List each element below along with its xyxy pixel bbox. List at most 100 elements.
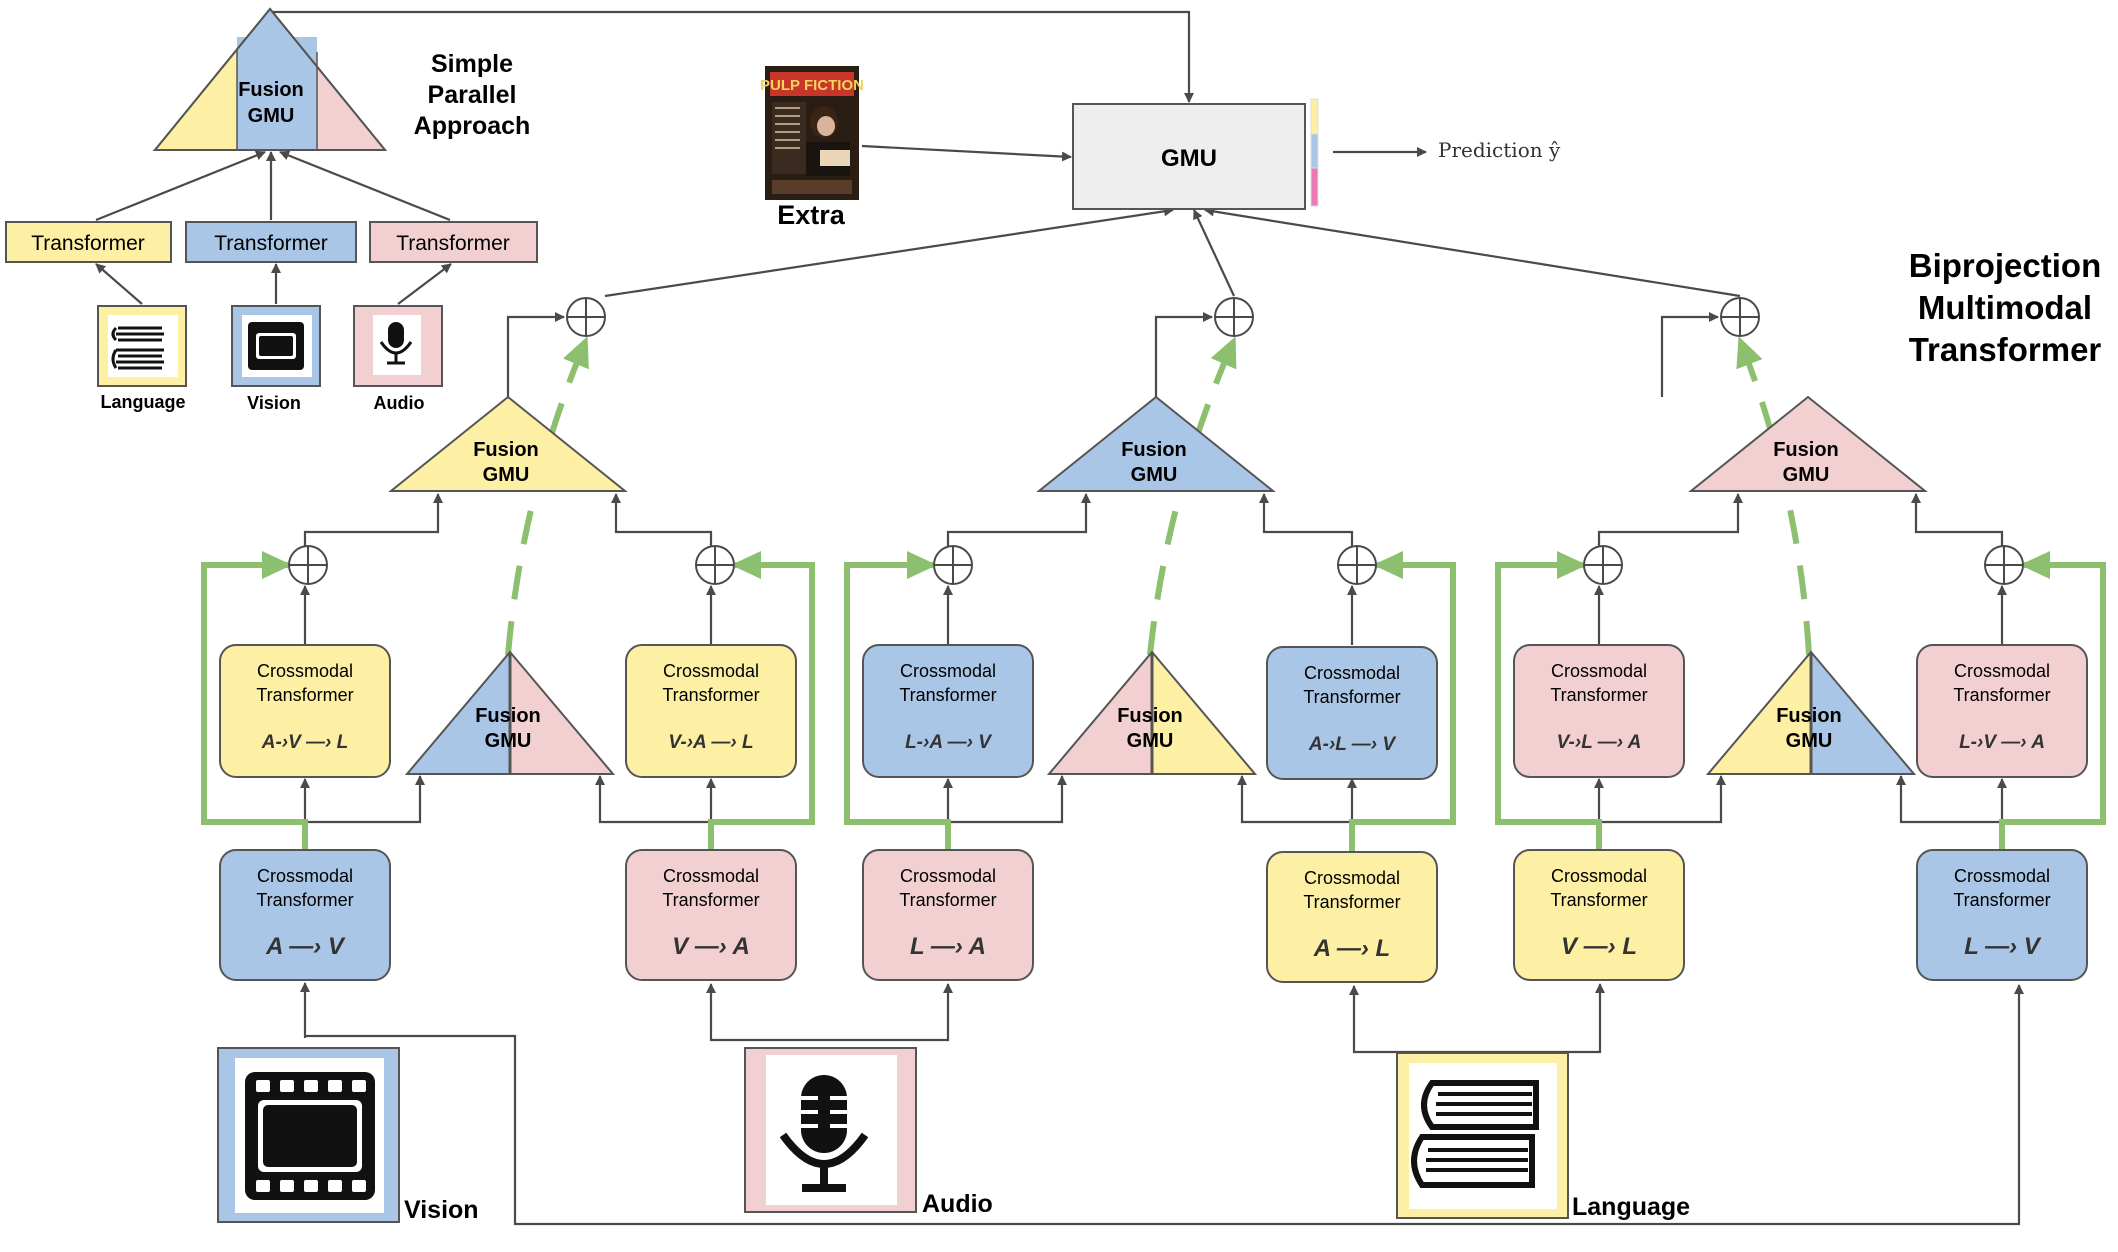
branch-1-fusion-gmu-label1: Fusion [473, 439, 539, 461]
branch-2-crossmodal-lower-right-line1: Crossmodal [1304, 868, 1400, 888]
branch-2-green-dashed [1147, 336, 1237, 656]
branch-1-green-dashed [505, 336, 589, 656]
branch-3-crossmodal-upper-left-relation: V-›L —› A [1557, 732, 1642, 753]
branch-3-fusion-gmu-label1: Fusion [1773, 439, 1839, 461]
branch-2-crossmodal-upper-left-line1: Crossmodal [900, 661, 996, 681]
branch-1-green-right [708, 551, 815, 850]
simple-parallel-approach: Fusion GMU Simple Parallel Approach Tran… [5, 7, 538, 413]
branch-3-crossmodal-upper-right-relation: L-›V —› A [1959, 732, 2045, 753]
simple-fusion-label: Fusion [238, 79, 304, 101]
branch-1-crossmodal-lower-right-relation: V —› A [672, 933, 750, 960]
branch-1-green-left [201, 551, 308, 850]
branch-3-green-dashed [1736, 336, 1812, 656]
branch-2-crossmodal-lower-right-line2: Transformer [1303, 892, 1400, 912]
simple-books-icon [97, 305, 187, 387]
connector-lines [95, 9, 2024, 1226]
branch-2-crossmodal-upper-right-line1: Crossmodal [1304, 663, 1400, 683]
branch-2-crossmodal-upper-left-line2: Transformer [899, 685, 996, 705]
movie-poster-image: PULP FICTION [760, 66, 864, 200]
extra-label: Extra [777, 200, 846, 230]
simple-transformer-audio [369, 221, 538, 263]
simple-title-2: Parallel [428, 81, 517, 109]
simple-film-icon [231, 305, 321, 387]
simple-microphone-icon [353, 305, 443, 387]
branch-3-plus-right-icon [1984, 545, 2024, 585]
branch-3-crossmodal-lower-left-relation: V —› L [1561, 933, 1637, 960]
green-skip-arrows [201, 336, 2106, 852]
branch-1-crossmodal-upper-right-line2: Transformer [662, 685, 759, 705]
branch-2-plus-right-icon [1337, 545, 1377, 585]
branch-2-crossmodal-upper-left-relation: L-›A —› V [905, 732, 992, 753]
branch-2-green-left [844, 551, 951, 850]
branch-3-crossmodal-upper-right-line1: Crossmodal [1954, 661, 2050, 681]
simple-title-1: Simple [431, 50, 513, 78]
branch-2-plus-top-icon [1214, 297, 1254, 337]
simple-transformer-language [5, 221, 172, 263]
language-input-books-icon [1396, 1052, 1569, 1219]
branch-2-green-right [1349, 551, 1456, 852]
branch-1-crossmodal-upper-left-relation: A-›V —› L [261, 732, 349, 753]
branch-1-crossmodal-upper-right-relation: V-›A —› L [668, 732, 753, 753]
branch-3-crossmodal-upper-left-line1: Crossmodal [1551, 661, 1647, 681]
branch-1-split-fusion-gmu-label1: Fusion [475, 705, 541, 727]
branch-2-crossmodal-upper-right-relation: A-›L —› V [1308, 734, 1397, 755]
simple-title-3: Approach [414, 112, 531, 140]
svg-text:PULP FICTION: PULP FICTION [760, 77, 864, 94]
vision-input-label: Vision [404, 1196, 479, 1224]
prediction-vector [1310, 98, 1319, 207]
branch-2-crossmodal-lower-right-relation: A —› L [1313, 935, 1390, 962]
language-input-label: Language [1572, 1193, 1690, 1221]
simple-language-label: Language [100, 392, 185, 412]
branch-1-crossmodal-lower-left-relation: A —› V [265, 933, 346, 960]
simple-transformer-vision-label: Transformer [214, 232, 328, 255]
prediction-label: Prediction ŷ [1438, 138, 1561, 162]
branch-3-split-fusion-gmu-label1: Fusion [1776, 705, 1842, 727]
audio-input-microphone-icon [744, 1047, 917, 1213]
branch-3-green-left [1495, 551, 1602, 850]
branch-1-crossmodal-upper-left-line1: Crossmodal [257, 661, 353, 681]
branch-3-crossmodal-lower-left-line1: Crossmodal [1551, 866, 1647, 886]
branch-1-crossmodal-lower-left-line2: Transformer [256, 890, 353, 910]
branch-3-green-right [1999, 551, 2106, 850]
branch-1-crossmodal-lower-right-line1: Crossmodal [663, 866, 759, 886]
branch-2-plus-left-icon [933, 545, 973, 585]
branch-3-crossmodal-lower-right-line2: Transformer [1953, 890, 2050, 910]
simple-transformer-vision [185, 221, 357, 263]
branch-1-crossmodal-lower-right-line2: Transformer [662, 890, 759, 910]
simple-vision-label: Vision [247, 393, 301, 413]
branch-1-crossmodal-upper-right-line1: Crossmodal [663, 661, 759, 681]
branch-3-crossmodal-lower-right-relation: L —› V [1964, 933, 2042, 960]
main-title-line2: Multimodal [1918, 289, 2092, 326]
branch-3-fusion-gmu-label2: GMU [1783, 464, 1830, 486]
main-title-line1: Biprojection [1909, 247, 2102, 284]
audio-input-label: Audio [922, 1190, 993, 1218]
simple-transformer-audio-label: Transformer [396, 232, 510, 255]
simple-transformer-language-label: Transformer [31, 232, 145, 255]
branch-1-fusion-gmu-label2: GMU [483, 464, 530, 486]
branch-1-split-fusion-gmu-label2: GMU [485, 730, 532, 752]
branch-1-crossmodal-lower-left-line1: Crossmodal [257, 866, 353, 886]
simple-audio-label: Audio [374, 393, 425, 413]
branch-1-crossmodal-upper-left-line2: Transformer [256, 685, 353, 705]
branch-1-plus-left-icon [288, 545, 328, 585]
branch-3-crossmodal-lower-left-line2: Transformer [1550, 890, 1647, 910]
